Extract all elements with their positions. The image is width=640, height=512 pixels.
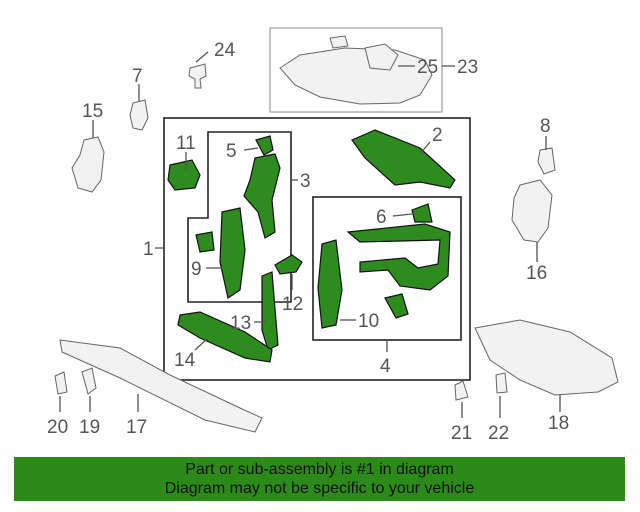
callout-5: 5 xyxy=(226,141,237,162)
callout-14: 14 xyxy=(174,350,196,371)
leader-2 xyxy=(419,141,431,155)
clip-20 xyxy=(54,371,68,395)
callout-18: 18 xyxy=(548,413,569,434)
callout-12: 12 xyxy=(282,294,303,315)
callout-13: 13 xyxy=(230,313,251,334)
part-4-frame-top xyxy=(346,223,451,291)
callout-15: 15 xyxy=(82,101,103,122)
clip-21 xyxy=(454,380,469,401)
callout-21: 21 xyxy=(451,423,472,444)
callout-10: 10 xyxy=(358,311,379,332)
callout-7: 7 xyxy=(132,66,143,87)
callout-9: 9 xyxy=(191,259,202,280)
upper-cover-tab xyxy=(329,35,349,49)
bracket-16 xyxy=(511,179,553,243)
part-11 xyxy=(167,159,201,191)
callout-19: 19 xyxy=(79,417,100,438)
clip-22 xyxy=(495,372,508,394)
part-10 xyxy=(317,239,343,329)
clip-24 xyxy=(188,63,207,89)
leader-14 xyxy=(194,337,209,351)
bracket-7 xyxy=(129,99,149,131)
part-2 xyxy=(351,129,456,189)
leader-24 xyxy=(195,51,209,63)
callout-8: 8 xyxy=(540,116,551,137)
part-9b xyxy=(195,231,215,253)
callout-17: 17 xyxy=(126,417,147,438)
callout-16: 16 xyxy=(526,263,547,284)
lower-rail-17 xyxy=(59,339,263,433)
part-12 xyxy=(274,254,303,275)
callout-24: 24 xyxy=(214,40,236,61)
part-3 xyxy=(243,153,281,239)
callout-3: 3 xyxy=(300,171,311,192)
callout-6: 6 xyxy=(376,207,387,228)
clip-19 xyxy=(81,367,97,395)
callout-23: 23 xyxy=(457,57,478,78)
part-6 xyxy=(411,203,433,223)
callout-22: 22 xyxy=(488,423,509,444)
leader-5 xyxy=(243,147,259,151)
sub-assembly-3-frame xyxy=(187,131,292,303)
callout-11: 11 xyxy=(176,133,196,154)
info-banner: Part or sub-assembly is #1 in diagram Di… xyxy=(14,457,625,501)
bracket-8 xyxy=(537,147,556,175)
callout-1: 1 xyxy=(143,239,154,260)
part-4-bracket xyxy=(384,293,409,319)
part-5 xyxy=(255,135,274,156)
upper-cover xyxy=(279,47,433,105)
part-13 xyxy=(261,271,279,351)
callout-2: 2 xyxy=(432,125,443,146)
bracket-15 xyxy=(71,136,105,193)
callout-4: 4 xyxy=(380,356,391,377)
callout-20: 20 xyxy=(47,417,68,438)
banner-line-1: Part or sub-assembly is #1 in diagram xyxy=(185,461,454,478)
part-14 xyxy=(177,311,273,363)
banner-line-2: Diagram may not be specific to your vehi… xyxy=(164,480,475,497)
top-cover-frame xyxy=(269,27,443,113)
callout-25: 25 xyxy=(417,57,438,78)
leader-6 xyxy=(392,213,413,217)
upper-cover-bracket xyxy=(364,43,399,71)
under-cover-18 xyxy=(474,319,619,396)
assembly-1-frame xyxy=(163,117,471,381)
part-9 xyxy=(219,207,246,299)
